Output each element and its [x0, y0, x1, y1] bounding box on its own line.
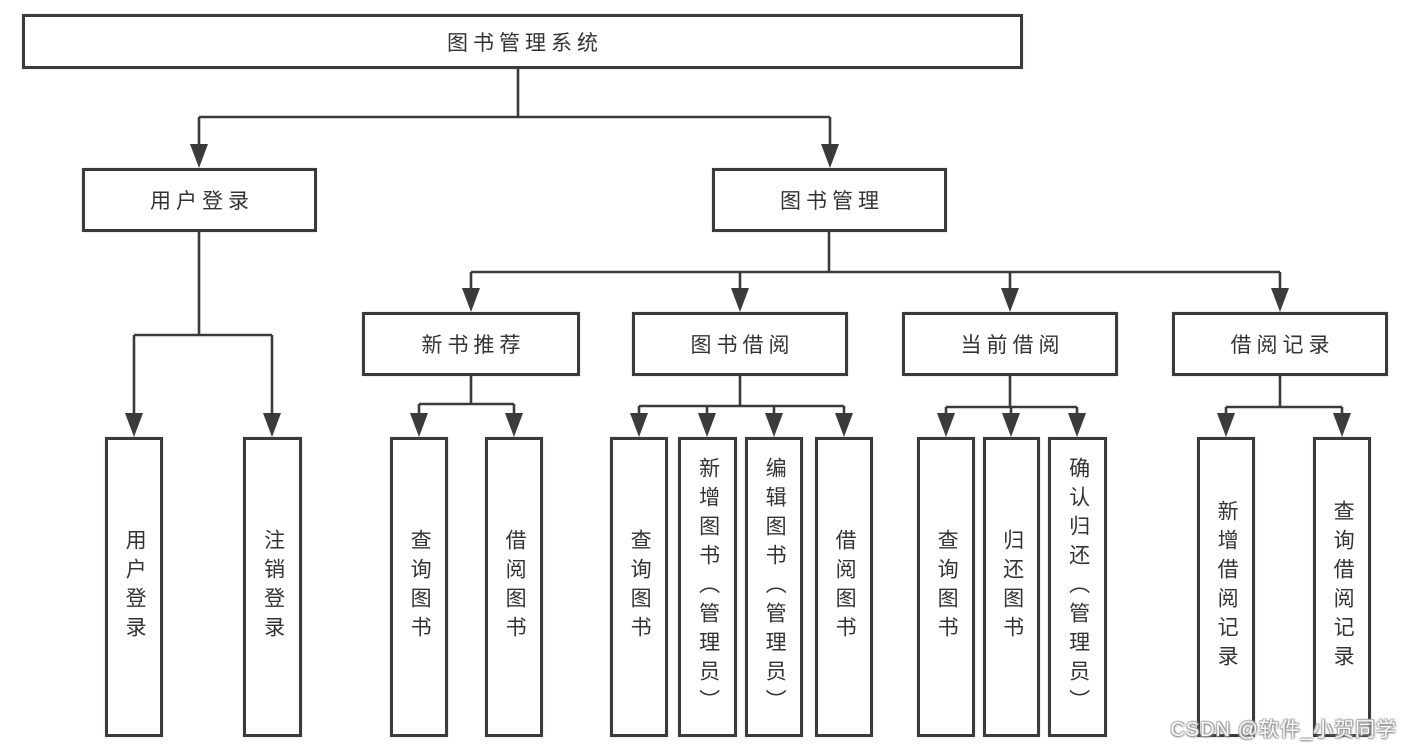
leaf-query-books-current: 查询图书 [917, 437, 975, 737]
leaf-return-books: 归还图书 [983, 437, 1040, 737]
leaf-logout: 注销登录 [243, 437, 302, 737]
node-book-management: 图书管理 [712, 168, 947, 232]
leaf-user-login: 用户登录 [105, 437, 163, 737]
node-new-book-recommend: 新书推荐 [362, 312, 580, 376]
node-borrow-records: 借阅记录 [1172, 312, 1388, 376]
node-book-borrow: 图书借阅 [632, 312, 848, 376]
node-user-login: 用户登录 [82, 168, 317, 232]
node-current-borrow: 当前借阅 [902, 312, 1118, 376]
node-library-management-system: 图书管理系统 [22, 14, 1023, 69]
leaf-borrow-books: 借阅图书 [815, 437, 873, 737]
leaf-query-books-borrow: 查询图书 [610, 437, 668, 737]
leaf-query-books-recommend: 查询图书 [390, 437, 448, 737]
leaf-query-borrow-record: 查询借阅记录 [1313, 437, 1371, 737]
leaf-edit-book-admin: 编辑图书（管理员） [745, 437, 803, 737]
leaf-confirm-return-admin: 确认归还（管理员） [1048, 437, 1107, 737]
leaf-borrow-books-recommend: 借阅图书 [485, 437, 543, 737]
leaf-add-borrow-record: 新增借阅记录 [1197, 437, 1255, 737]
arrow-down-icon [125, 144, 1351, 437]
leaf-add-book-admin: 新增图书（管理员） [678, 437, 737, 737]
